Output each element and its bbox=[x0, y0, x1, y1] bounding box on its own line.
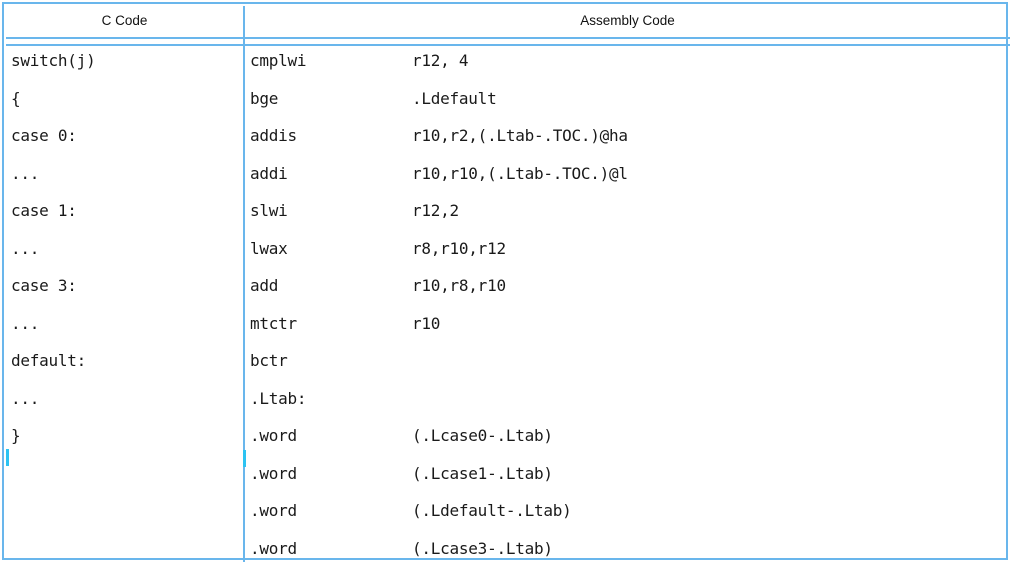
c-code-cell: } bbox=[11, 426, 21, 445]
column-header-assembly-code: Assembly Code bbox=[580, 13, 675, 28]
table-row: default: bctr bbox=[6, 342, 1010, 380]
c-code-cell: case 3: bbox=[11, 276, 77, 295]
asm-mnemonic-cell: add bbox=[250, 276, 279, 295]
asm-mnemonic-cell: mtctr bbox=[250, 313, 297, 333]
table-row: .word (.Lcase1-.Ltab) bbox=[6, 455, 1010, 493]
column-divider bbox=[243, 6, 245, 562]
table-row: case 1: slwi r12,2 bbox=[6, 192, 1010, 230]
c-code-cell bbox=[11, 530, 239, 563]
asm-operand-cell: (.Lcase0-.Ltab) bbox=[412, 426, 553, 445]
table-row: ... mtctr r10 bbox=[6, 305, 1010, 343]
c-code-cell bbox=[11, 455, 239, 493]
asm-operand-cell: .Ldefault bbox=[412, 88, 497, 108]
c-code-cell: case 1: bbox=[11, 201, 77, 220]
table-frame: C Code Assembly Code switch(j) cmplwi r1… bbox=[2, 2, 1010, 562]
c-code-cell: ... bbox=[11, 238, 40, 258]
c-code-cell: ... bbox=[11, 313, 40, 333]
asm-mnemonic-cell: bctr bbox=[250, 351, 288, 370]
asm-operand-cell: r12, 4 bbox=[412, 51, 469, 70]
asm-operand-cell: r8,r10,r12 bbox=[412, 238, 506, 258]
c-code-cell: ... bbox=[11, 163, 40, 183]
asm-mnemonic-cell: lwax bbox=[250, 238, 288, 258]
asm-mnemonic-cell: slwi bbox=[250, 201, 288, 220]
asm-operand-cell: (.Lcase3-.Ltab) bbox=[412, 538, 553, 558]
header-separator-line-top bbox=[6, 37, 1010, 39]
table-body: switch(j) cmplwi r12, 4 { bge .Ldefault … bbox=[6, 42, 1010, 562]
table-row: ... .Ltab: bbox=[6, 380, 1010, 418]
asm-mnemonic-cell: .Ltab: bbox=[250, 388, 307, 408]
asm-mnemonic-cell: addi bbox=[250, 163, 288, 183]
table-row: ... lwax r8,r10,r12 bbox=[6, 230, 1010, 268]
asm-operand-cell: (.Lcase1-.Ltab) bbox=[412, 463, 553, 483]
c-code-cell: { bbox=[11, 88, 21, 108]
c-code-cell: switch(j) bbox=[11, 51, 96, 70]
table-row: } .word (.Lcase0-.Ltab) bbox=[6, 417, 1010, 455]
row-break-tick-column-divider bbox=[243, 450, 246, 467]
asm-mnemonic-cell: addis bbox=[250, 126, 297, 145]
c-code-cell: case 0: bbox=[11, 126, 77, 145]
table-row: switch(j) cmplwi r12, 4 bbox=[6, 42, 1010, 80]
asm-operand-cell: r10,r8,r10 bbox=[412, 276, 506, 295]
asm-operand-cell bbox=[412, 342, 1002, 380]
column-header-c-code: C Code bbox=[101, 13, 148, 28]
asm-operand-cell: r10 bbox=[412, 313, 441, 333]
asm-operand-cell: r12,2 bbox=[412, 201, 459, 220]
table-row: ... addi r10,r10,(.Ltab-.TOC.)@l bbox=[6, 155, 1010, 193]
c-code-cell: default: bbox=[11, 351, 87, 370]
asm-mnemonic-cell: bge bbox=[250, 88, 279, 108]
c-code-cell bbox=[11, 492, 239, 530]
table-row: case 0: addis r10,r2,(.Ltab-.TOC.)@ha bbox=[6, 117, 1010, 155]
asm-mnemonic-cell: .word bbox=[250, 463, 297, 483]
table-row: .word (.Lcase3-.Ltab) bbox=[6, 530, 1010, 563]
table-row: case 3: add r10,r8,r10 bbox=[6, 267, 1010, 305]
asm-operand-cell: r10,r10,(.Ltab-.TOC.)@l bbox=[412, 163, 628, 183]
asm-mnemonic-cell: .word bbox=[250, 501, 297, 520]
asm-mnemonic-cell: .word bbox=[250, 426, 297, 445]
header-separator-line-bottom bbox=[6, 44, 1010, 46]
asm-mnemonic-cell: cmplwi bbox=[250, 51, 307, 70]
asm-operand-cell: r10,r2,(.Ltab-.TOC.)@ha bbox=[412, 126, 628, 145]
asm-operand-cell bbox=[412, 380, 1002, 418]
asm-mnemonic-cell: .word bbox=[250, 538, 297, 558]
row-break-tick-left-border bbox=[6, 449, 9, 466]
c-code-cell: ... bbox=[11, 388, 40, 408]
table-row: { bge .Ldefault bbox=[6, 80, 1010, 118]
asm-operand-cell: (.Ldefault-.Ltab) bbox=[412, 501, 572, 520]
table-row: .word (.Ldefault-.Ltab) bbox=[6, 492, 1010, 530]
